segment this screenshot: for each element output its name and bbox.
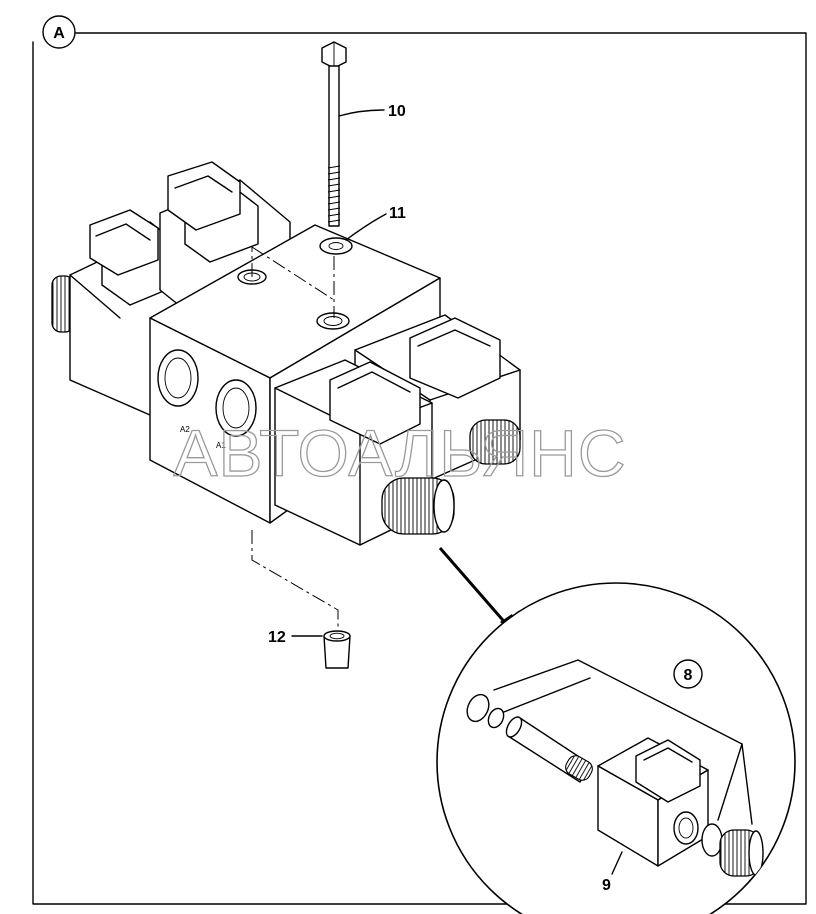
port-a1	[215, 379, 257, 437]
top-hole-2	[316, 312, 350, 330]
front-connector	[329, 361, 421, 445]
view-label-circle	[42, 15, 76, 49]
bushing	[323, 630, 351, 669]
watermark: АВТОАЛЬЯНС	[174, 416, 627, 490]
callout-coil: 9	[602, 877, 611, 894]
detail-view: 8 9	[436, 582, 796, 914]
callout-bushing: 12	[268, 629, 286, 646]
seal-ring-large	[466, 693, 490, 723]
washer	[319, 237, 353, 255]
solenoid-coil	[597, 737, 709, 867]
coil-seal-ring	[701, 823, 723, 857]
callout-bolt: 10	[388, 103, 406, 120]
port-a2	[157, 349, 199, 407]
port-label-a2: A2	[180, 425, 190, 434]
callout-seals-circle	[673, 659, 703, 689]
callout-washer: 11	[389, 205, 406, 222]
assembly-centerlines	[251, 246, 339, 628]
front-solenoid	[274, 359, 455, 546]
callout-seals: 8	[684, 667, 693, 684]
frame: A	[32, 15, 807, 905]
port-label-a1: A1	[216, 441, 226, 450]
right-rear-knurled-nut	[469, 419, 521, 465]
bolt	[321, 41, 347, 227]
right-rear-connector	[409, 317, 501, 399]
seal-ring-small	[487, 707, 505, 729]
leader-lines	[291, 109, 387, 637]
view-label: A	[53, 25, 65, 42]
valve-cartridge	[505, 716, 593, 783]
bolt-shank	[328, 65, 340, 227]
